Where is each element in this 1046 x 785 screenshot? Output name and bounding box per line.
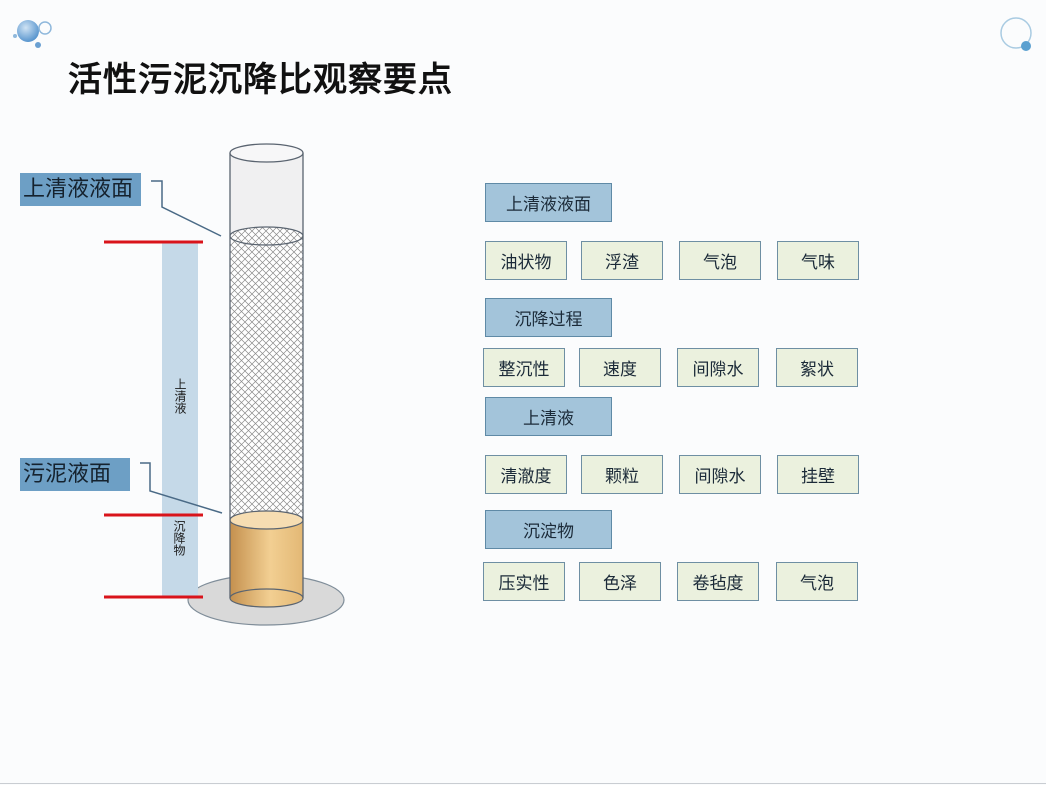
group-item: 卷毡度	[677, 562, 759, 601]
supernatant-surface	[229, 226, 304, 246]
group-item: 气味	[777, 241, 859, 280]
cylinder-mouth	[229, 143, 304, 163]
supernatant-liquid	[230, 236, 303, 520]
group-item: 速度	[579, 348, 661, 387]
slide-title: 活性污泥沉降比观察要点	[68, 60, 453, 100]
group-header-supernatant-surface: 上清液液面	[485, 183, 612, 222]
callout-line-sludge	[140, 462, 223, 514]
footer-divider	[0, 783, 1046, 784]
group-header-supernatant: 上清液	[485, 397, 612, 436]
sludge-surface-label: 污泥液面	[20, 458, 130, 491]
group-item: 整沉性	[483, 348, 565, 387]
cylinder-empty-section	[230, 153, 303, 236]
group-item: 挂壁	[777, 455, 859, 494]
group-item: 絮状	[776, 348, 858, 387]
sludge-surface	[229, 510, 304, 530]
group-item: 清澈度	[485, 455, 567, 494]
group-header-settling-process: 沉降过程	[485, 298, 612, 337]
group-item: 浮渣	[581, 241, 663, 280]
group-item: 间隙水	[677, 348, 759, 387]
group-item: 压实性	[483, 562, 565, 601]
group-item: 色泽	[579, 562, 661, 601]
bubble-decoration-icon	[13, 20, 52, 48]
supernatant-zone-label: 上清液	[173, 378, 187, 414]
callout-line-supernatant	[151, 180, 222, 237]
sludge-layer	[230, 520, 303, 598]
supernatant-surface-label: 上清液液面	[20, 173, 141, 206]
graduated-cylinder-icon	[104, 143, 345, 626]
group-item: 颗粒	[581, 455, 663, 494]
group-header-sediment: 沉淀物	[485, 510, 612, 549]
ring-decoration-icon	[1000, 17, 1032, 51]
group-item: 间隙水	[679, 455, 761, 494]
group-item: 油状物	[485, 241, 567, 280]
zone-bar	[162, 242, 198, 597]
group-item: 气泡	[679, 241, 761, 280]
sediment-zone-label: 沉降物	[172, 520, 186, 556]
group-item: 气泡	[776, 562, 858, 601]
